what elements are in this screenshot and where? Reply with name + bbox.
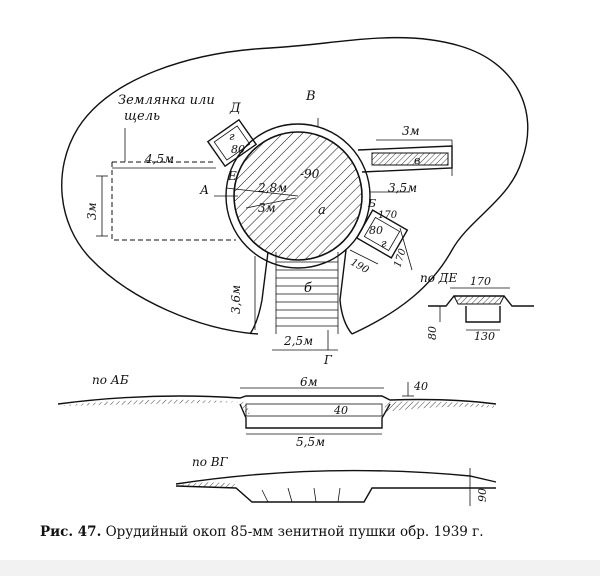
shelter-label-2: щель xyxy=(124,109,160,124)
dim-4-5m: 4,5м xyxy=(144,152,174,166)
dim-170-small: 170 xyxy=(378,210,398,221)
letter-e: Е xyxy=(227,169,237,183)
niche2-letter: г xyxy=(381,237,387,250)
dim-3m-inner: 3м xyxy=(258,201,276,215)
dim-190: 190 xyxy=(349,257,372,276)
section-ab-drawing xyxy=(57,382,497,435)
niche-upper-left xyxy=(206,118,258,168)
niche2-value: 80 xyxy=(369,224,383,237)
dim-3-6m: 3,6м xyxy=(229,285,243,314)
letter-a-upper: А xyxy=(199,183,209,197)
section-ab-40-mid: 40 xyxy=(333,404,348,417)
dim-3m-right: 3м xyxy=(402,124,420,138)
letter-b-upper: Б xyxy=(367,197,376,210)
shelter-label-1: Землянка или xyxy=(118,93,215,108)
dimension-lines xyxy=(96,118,452,351)
ramp-walls xyxy=(275,252,339,334)
dim-170-right: 170 xyxy=(392,247,409,269)
section-ab-40-right: 40 xyxy=(413,380,428,393)
section-ab-6m: 6м xyxy=(300,375,318,389)
section-de-label: по ДЕ xyxy=(420,271,458,285)
section-de-170: 170 xyxy=(470,275,491,288)
trench-letter: в xyxy=(414,154,420,167)
section-vg-label: по ВГ xyxy=(192,455,229,469)
dim-3-5m: 3,5м xyxy=(388,181,417,195)
dim-90: -90 xyxy=(300,167,320,181)
dim-2-5m: 2,5м xyxy=(283,334,313,348)
ramp-letter: б xyxy=(304,281,312,296)
niche-lower-right xyxy=(355,209,409,259)
section-de-drawing xyxy=(428,287,534,331)
section-vg-90: 90 xyxy=(476,488,489,502)
figure-caption: Рис. 47. Орудийный окоп 85-мм зенитной п… xyxy=(40,524,580,540)
niche1-letter: г xyxy=(229,130,235,143)
section-de-80: 80 xyxy=(426,326,439,340)
access-ramp xyxy=(249,249,353,335)
niche1-value: 80 xyxy=(231,143,245,156)
section-de-130: 130 xyxy=(474,330,495,343)
letter-v-top: В xyxy=(305,89,316,104)
section-vg-drawing xyxy=(175,468,497,506)
pit-letter: а xyxy=(318,203,326,218)
slit-trench xyxy=(357,140,453,176)
letter-d: Д xyxy=(229,101,241,116)
shelter-outline xyxy=(111,161,236,241)
section-ab-5-5m: 5,5м xyxy=(296,435,325,449)
letter-g-bottom: Г xyxy=(323,353,333,367)
footer-bar xyxy=(0,560,600,576)
caption-text: Орудийный окоп 85-мм зенитной пушки обр.… xyxy=(105,524,484,540)
ramp-steps xyxy=(276,261,338,327)
dim-3m-left: 3м xyxy=(85,202,99,220)
caption-number: Рис. 47. xyxy=(40,524,102,540)
dim-2-8m: 2,8м xyxy=(257,181,287,195)
section-ab-label: по АБ xyxy=(92,373,129,387)
ground-outline xyxy=(61,36,529,335)
